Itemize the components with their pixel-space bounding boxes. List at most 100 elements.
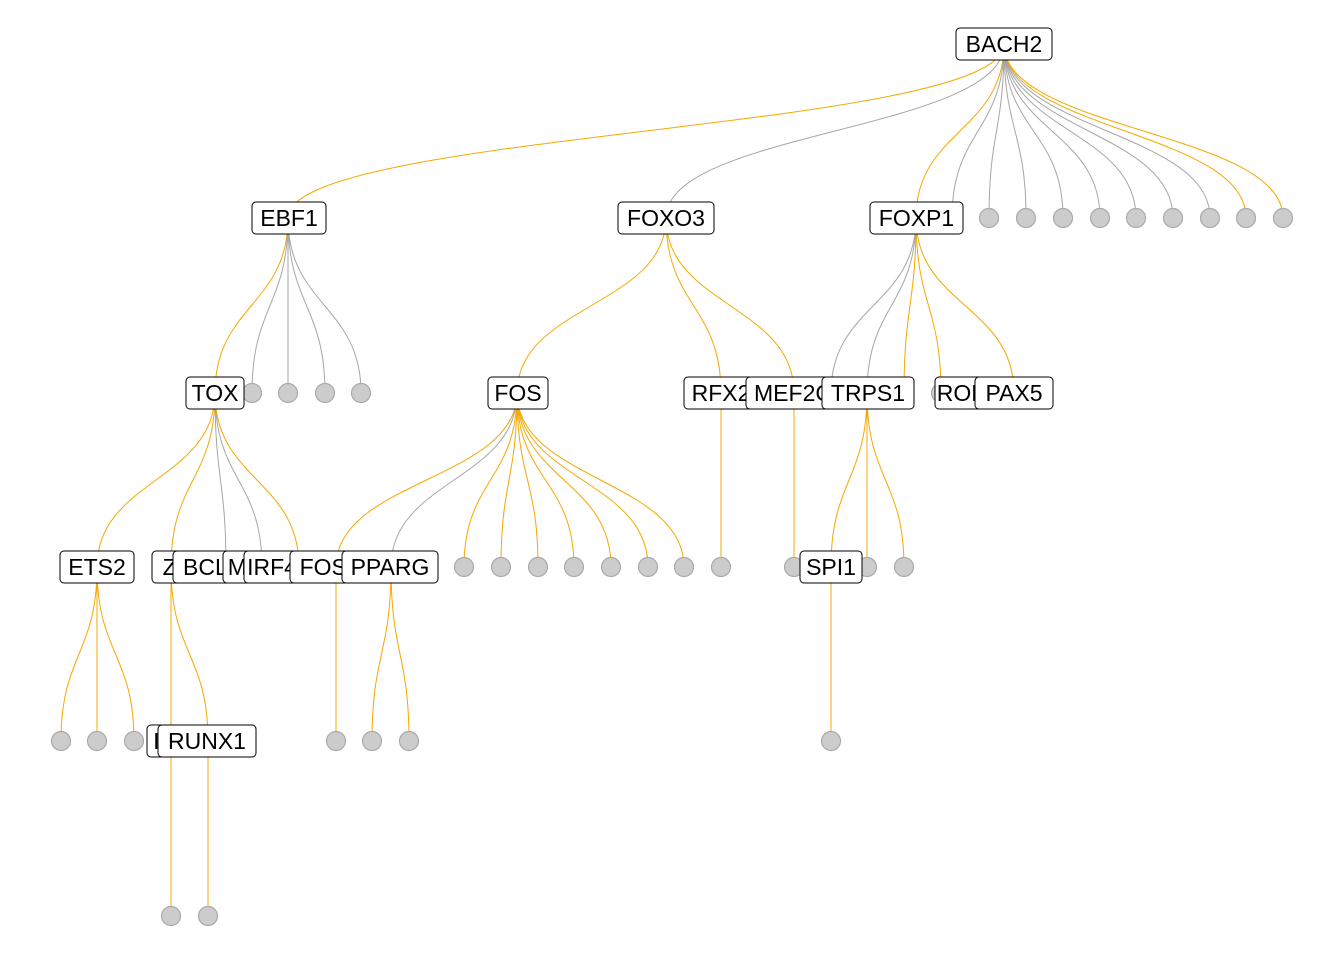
edge-ebf1-e1	[251, 217, 289, 394]
edge-tox-maf	[214, 392, 263, 568]
edge-foxp1-p1	[830, 217, 917, 394]
node-pp2[interactable]	[398, 730, 420, 752]
node-e2[interactable]	[277, 382, 299, 404]
node-z1[interactable]	[160, 905, 182, 927]
edge-tox-ets2	[96, 392, 216, 568]
edge-bach2-b5	[1003, 43, 1101, 219]
edge-foxo3-rfx2	[665, 217, 722, 394]
node-s3[interactable]	[123, 730, 145, 752]
label-box	[799, 550, 863, 584]
node-r1[interactable]	[710, 556, 732, 578]
edges-layer	[60, 43, 1284, 916]
edge-bach2-b7	[1003, 43, 1174, 219]
label-text: FOXO3	[627, 205, 705, 231]
node-b7[interactable]	[1162, 207, 1184, 229]
label-text: RFX2	[692, 380, 751, 406]
edge-bach2-b2	[988, 43, 1005, 219]
edge-fos-f5	[516, 392, 612, 568]
label-ebf1[interactable]: EBF1	[251, 201, 327, 235]
node-f5[interactable]	[600, 556, 622, 578]
label-ets2[interactable]: ETS2	[59, 550, 135, 584]
edge-tox-bcl11a	[214, 392, 227, 568]
edge-trps1-spi1	[830, 392, 868, 568]
label-runx1[interactable]: RUNX1	[157, 724, 257, 758]
node-f7[interactable]	[673, 556, 695, 578]
edge-pparg-pp2	[390, 566, 410, 742]
node-f6[interactable]	[637, 556, 659, 578]
label-text: IRF4	[247, 554, 297, 580]
label-bach2[interactable]: BACH2	[955, 27, 1053, 61]
edge-bach2-foxo3	[665, 43, 1005, 219]
label-text: FOS	[494, 380, 541, 406]
edge-bach2-b3	[1003, 43, 1027, 219]
node-b10[interactable]	[1272, 207, 1294, 229]
node-f2[interactable]	[490, 556, 512, 578]
label-fos[interactable]: FOS	[487, 376, 549, 410]
node-sp1[interactable]	[820, 730, 842, 752]
label-box	[617, 201, 715, 235]
edge-tox-irf4	[214, 392, 300, 568]
node-b9[interactable]	[1235, 207, 1257, 229]
label-pax5[interactable]: PAX5	[974, 376, 1054, 410]
label-foxp1[interactable]: FOXP1	[869, 201, 964, 235]
node-e4[interactable]	[350, 382, 372, 404]
node-f4[interactable]	[563, 556, 585, 578]
node-b3[interactable]	[1015, 207, 1037, 229]
node-e1[interactable]	[241, 382, 263, 404]
label-irf4[interactable]: IRF4	[243, 550, 301, 584]
label-box	[487, 376, 549, 410]
label-text: MEF2C	[754, 380, 832, 406]
edge-fos-fosl2	[335, 392, 518, 568]
edge-bach2-b4	[1003, 43, 1064, 219]
label-text: FOXP1	[879, 205, 954, 231]
node-pp1[interactable]	[361, 730, 383, 752]
node-f1[interactable]	[453, 556, 475, 578]
label-text: TRPS1	[831, 380, 905, 406]
label-text: BACH2	[966, 31, 1043, 57]
edge-ebf1-e4	[287, 217, 362, 394]
node-e3[interactable]	[314, 382, 336, 404]
node-s2[interactable]	[86, 730, 108, 752]
node-t3[interactable]	[893, 556, 915, 578]
edge-trps1-t3	[866, 392, 905, 568]
node-z2[interactable]	[197, 905, 219, 927]
edge-bach2-b1	[951, 43, 1005, 219]
edge-fos-f1	[463, 392, 518, 568]
label-box	[821, 376, 915, 410]
nodes-layer	[50, 33, 1294, 927]
node-b6[interactable]	[1125, 207, 1147, 229]
edge-foxp1-pax5	[915, 217, 1015, 394]
edge-bach2-ebf1	[287, 43, 1005, 219]
label-trps1[interactable]: TRPS1	[821, 376, 915, 410]
edge-foxo3-fos	[516, 217, 667, 394]
label-text: EBF1	[260, 205, 318, 231]
node-s1[interactable]	[50, 730, 72, 752]
edge-bach2-b6	[1003, 43, 1137, 219]
node-b2[interactable]	[978, 207, 1000, 229]
edge-bach2-b8	[1003, 43, 1211, 219]
edge-fos-f3	[516, 392, 539, 568]
label-text: RUNX1	[168, 728, 246, 754]
node-b4[interactable]	[1052, 207, 1074, 229]
label-tox[interactable]: TOX	[185, 376, 245, 410]
label-text: SPI1	[806, 554, 856, 580]
edge-bach2-b9	[1003, 43, 1247, 219]
label-spi1[interactable]: SPI1	[799, 550, 863, 584]
edge-fos-f4	[516, 392, 575, 568]
node-b8[interactable]	[1199, 207, 1221, 229]
edge-fos-f2	[500, 392, 518, 568]
node-fl1[interactable]	[325, 730, 347, 752]
label-box	[185, 376, 245, 410]
edge-ets2-s1	[60, 566, 98, 742]
label-rfx2[interactable]: RFX2	[683, 376, 759, 410]
edge-foxp1-rora	[915, 217, 942, 394]
label-text: PAX5	[985, 380, 1042, 406]
label-pparg[interactable]: PPARG	[341, 550, 439, 584]
node-b5[interactable]	[1089, 207, 1111, 229]
edge-foxo3-mef2c	[665, 217, 795, 394]
node-f3[interactable]	[527, 556, 549, 578]
edge-tox-zbtb	[170, 392, 216, 568]
label-text: ETS2	[68, 554, 126, 580]
label-foxo3[interactable]: FOXO3	[617, 201, 715, 235]
label-box	[157, 724, 257, 758]
